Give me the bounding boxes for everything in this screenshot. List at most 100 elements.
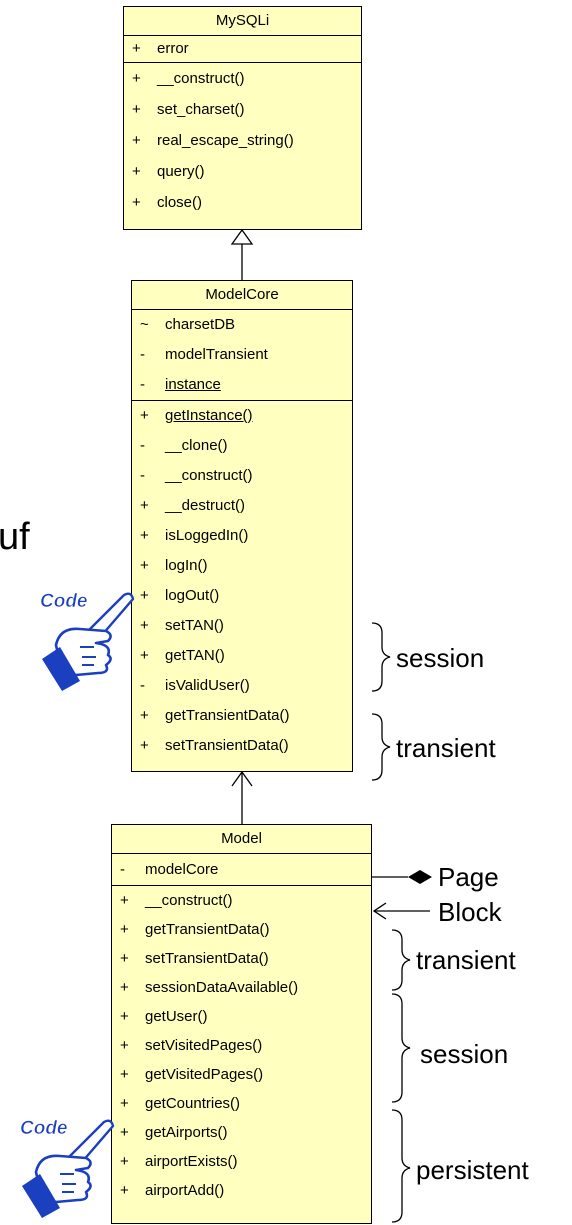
operation-row: + setTAN() bbox=[132, 611, 352, 641]
visibility-marker: + bbox=[140, 557, 149, 574]
visibility-marker: + bbox=[140, 497, 149, 514]
operation-row: + sessionDataAvailable() bbox=[112, 973, 371, 1002]
member-name: getTransientData() bbox=[145, 921, 270, 938]
visibility-marker: + bbox=[132, 101, 141, 118]
operation-row: -__construct() bbox=[132, 461, 352, 491]
member-name: __clone() bbox=[165, 437, 228, 454]
code-hand-icon-2: Code bbox=[20, 1118, 115, 1218]
member-name: setVisitedPages() bbox=[145, 1037, 263, 1054]
brace-core-transient bbox=[371, 713, 391, 781]
dependency-arrow bbox=[231, 770, 253, 824]
label-model-transient: transient bbox=[416, 945, 516, 975]
attribute-row: - modelCore bbox=[112, 854, 371, 885]
member-name: real_escape_string() bbox=[157, 132, 294, 149]
visibility-marker: + bbox=[120, 921, 129, 938]
operation-row: +getUser() bbox=[112, 1002, 371, 1031]
visibility-marker: + bbox=[132, 132, 141, 149]
code-hand-icon-label: Code bbox=[40, 591, 88, 612]
visibility-marker: + bbox=[132, 40, 141, 57]
label-core-transient: transient bbox=[396, 733, 496, 763]
member-name: airportAdd() bbox=[145, 1182, 225, 1199]
member-name: set_charset() bbox=[157, 101, 245, 118]
brace-model-session bbox=[391, 993, 411, 1103]
class-modelcore-title: ModelCore bbox=[132, 281, 352, 310]
member-name: setTAN() bbox=[165, 617, 224, 634]
visibility-marker: + bbox=[140, 587, 149, 604]
operation-row: +getVisitedPages() bbox=[112, 1060, 371, 1089]
label-model-persistent: persistent bbox=[416, 1155, 529, 1185]
operation-row: + __destruct() bbox=[132, 491, 352, 521]
member-name: getCountries() bbox=[145, 1095, 241, 1112]
operation-row: + setTransientData() bbox=[132, 731, 352, 761]
visibility-marker: - bbox=[140, 346, 145, 363]
visibility-marker: + bbox=[120, 1066, 129, 1083]
visibility-marker: ~ bbox=[140, 316, 149, 333]
member-name: getUser() bbox=[145, 1008, 208, 1025]
member-name: airportExists() bbox=[145, 1153, 238, 1170]
operation-row: + setVisitedPages() bbox=[112, 1031, 371, 1060]
class-mysqli-attributes: + error bbox=[124, 36, 361, 63]
visibility-marker: + bbox=[140, 737, 149, 754]
member-name: isLoggedIn() bbox=[165, 527, 249, 544]
label-model-session: session bbox=[420, 1039, 509, 1069]
visibility-marker: + bbox=[140, 617, 149, 634]
class-model-operations: +__construct() + getTransientData() +setTra… bbox=[112, 886, 371, 1205]
visibility-marker: + bbox=[120, 1153, 129, 1170]
visibility-marker: + bbox=[132, 194, 141, 211]
visibility-marker: - bbox=[120, 861, 125, 878]
visibility-marker: + bbox=[120, 1182, 129, 1199]
operation-row: +__construct() bbox=[112, 886, 371, 915]
operation-row: +logOut() bbox=[132, 581, 352, 611]
visibility-marker: + bbox=[132, 70, 141, 87]
visibility-marker: + bbox=[132, 163, 141, 180]
cut-off-side-text: uf bbox=[0, 516, 30, 558]
label-block: Block bbox=[438, 897, 502, 927]
member-name: __construct() bbox=[165, 467, 253, 484]
visibility-marker: + bbox=[120, 979, 129, 996]
member-name: error bbox=[157, 40, 189, 57]
visibility-marker: + bbox=[140, 407, 149, 424]
code-hand-icon-2-label: Code bbox=[20, 1118, 68, 1139]
class-model-attributes: - modelCore bbox=[112, 854, 371, 886]
member-name: close() bbox=[157, 194, 203, 211]
member-name: __destruct() bbox=[165, 497, 246, 514]
page-composition-arrow bbox=[372, 870, 432, 884]
member-name: modelCore bbox=[145, 861, 219, 878]
brace-model-persistent bbox=[391, 1109, 411, 1223]
visibility-marker: + bbox=[120, 950, 129, 967]
member-name: getTransientData() bbox=[165, 707, 290, 724]
operation-row: + isLoggedIn() bbox=[132, 521, 352, 551]
member-name: query() bbox=[157, 163, 205, 180]
visibility-marker: - bbox=[140, 437, 145, 454]
attribute-row: - modelTransient bbox=[132, 340, 352, 370]
member-name: __construct() bbox=[157, 70, 245, 87]
class-mysqli-title: MySQLi bbox=[124, 7, 361, 36]
operation-row: +setTransientData() bbox=[112, 944, 371, 973]
class-modelcore-attributes: ~charsetDB - modelTransient -instance bbox=[132, 310, 352, 401]
label-core-session: session bbox=[396, 643, 485, 673]
attribute-row: ~charsetDB bbox=[132, 310, 352, 340]
class-model: Model - modelCore +__construct() + getTrans… bbox=[111, 824, 372, 1224]
member-name: logIn() bbox=[165, 557, 208, 574]
attribute-row: -instance bbox=[132, 370, 352, 400]
class-model-title: Model bbox=[112, 825, 371, 854]
visibility-marker: + bbox=[120, 1095, 129, 1112]
member-name: sessionDataAvailable() bbox=[145, 979, 299, 996]
member-name: modelTransient bbox=[165, 346, 268, 363]
member-name: setTransientData() bbox=[165, 737, 289, 754]
member-name: instance bbox=[165, 376, 221, 393]
visibility-marker: + bbox=[140, 527, 149, 544]
class-mysqli-operations: + __construct() + set_charset() + real_escape… bbox=[124, 63, 361, 218]
operation-row: + query() bbox=[124, 156, 361, 187]
operation-row: +getAirports() bbox=[112, 1118, 371, 1147]
brace-core-session bbox=[371, 622, 391, 692]
operation-row: + airportExists() bbox=[112, 1147, 371, 1176]
operation-row: + __construct() bbox=[124, 63, 361, 94]
operation-row: -isValidUser() bbox=[132, 671, 352, 701]
visibility-marker: + bbox=[120, 1037, 129, 1054]
visibility-marker: - bbox=[140, 677, 145, 694]
attribute-row: + error bbox=[124, 36, 361, 62]
operation-row: + getTransientData() bbox=[112, 915, 371, 944]
operation-row: +getTransientData() bbox=[132, 701, 352, 731]
